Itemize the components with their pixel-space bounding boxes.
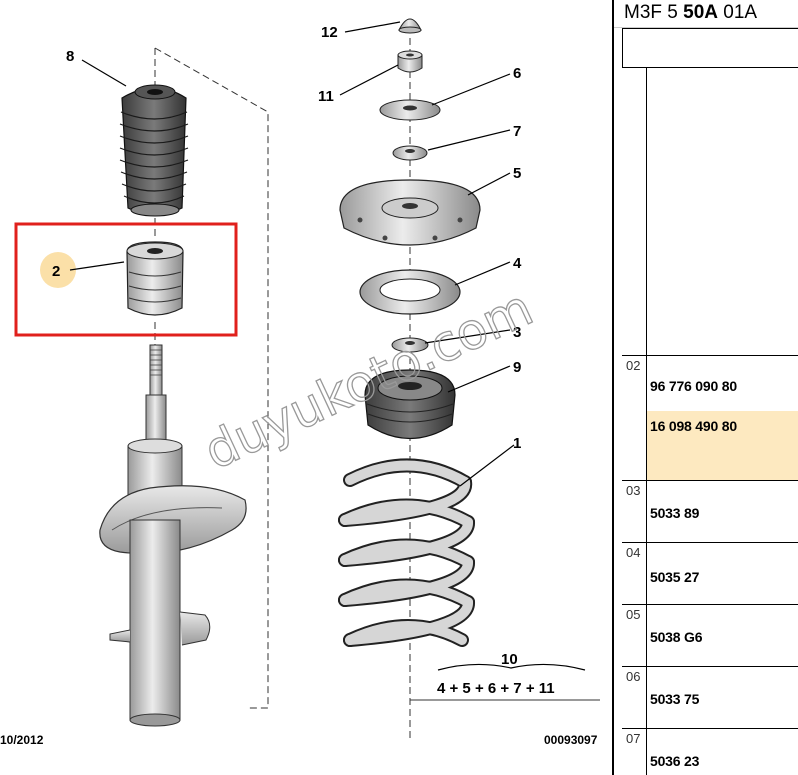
part-9-spring-seat[interactable]	[364, 369, 456, 440]
parts-row[interactable]: 07 5036 23	[622, 728, 798, 775]
kit-formula: 4 + 5 + 6 + 7 + 11	[437, 680, 555, 697]
exploded-diagram: 8 2 12 11 6 7 5 4 3 9 1 10 4 + 5 + 6 + 7…	[0, 18, 600, 747]
callout-10: 10	[501, 651, 518, 668]
part-number[interactable]: 16 098 490 80	[650, 418, 737, 434]
row-divider	[646, 667, 647, 728]
row-number: 03	[626, 483, 641, 498]
callout-11: 11	[318, 88, 334, 105]
part-number[interactable]: 5038 G6	[650, 629, 703, 645]
callout-12: 12	[321, 24, 338, 41]
part-5-top-mount[interactable]	[339, 179, 481, 246]
callout-5: 5	[513, 165, 521, 182]
part-12-cap[interactable]	[398, 18, 422, 34]
row-number: 04	[626, 545, 641, 560]
part-7-small-washer[interactable]	[392, 145, 428, 161]
panel-info-box	[622, 28, 798, 68]
shock-absorber[interactable]	[99, 344, 247, 727]
part-1-coil-spring[interactable]	[338, 458, 475, 647]
callout-7: 7	[513, 123, 521, 140]
part-8-dust-boot[interactable]	[119, 84, 189, 217]
callout-8: 8	[66, 48, 74, 65]
callout-2: 2	[52, 263, 60, 280]
highlight-box-part-2	[14, 222, 238, 337]
parts-row[interactable]: 06 5033 75	[622, 666, 798, 728]
callout-6: 6	[513, 65, 521, 82]
row-divider	[646, 605, 647, 666]
callout-4: 4	[513, 255, 522, 272]
part-4-bearing[interactable]	[359, 269, 461, 315]
callout-badge-2	[40, 252, 76, 288]
row-number: 02	[626, 358, 641, 373]
row-divider	[646, 543, 647, 604]
row-divider	[646, 729, 647, 775]
parts-panel: M3F 5 50A 01A 02 96 776 090 80 16 098 490 …	[612, 0, 798, 775]
callout-3: 3	[513, 324, 521, 341]
row-divider	[646, 356, 647, 480]
row-highlight	[647, 411, 798, 481]
callout-labels: 8 2 12 11 6 7 5 4 3 9 1 10 4 + 5 + 6 + 7…	[52, 24, 555, 697]
callout-9: 9	[513, 359, 521, 376]
parts-row[interactable]: 05 5038 G6	[622, 604, 798, 666]
row-divider	[646, 481, 647, 542]
parts-row[interactable]: 04 5035 27	[622, 542, 798, 604]
part-11-nut[interactable]	[397, 50, 423, 73]
part-number[interactable]: 96 776 090 80	[650, 378, 737, 394]
diagram-ref: 00093097	[544, 733, 598, 747]
part-3-spacer[interactable]	[391, 337, 429, 353]
leader-lines	[69, 21, 586, 671]
part-2-bump-stop[interactable]	[126, 241, 184, 316]
part-number[interactable]: 5036 23	[650, 753, 700, 769]
part-6-washer[interactable]	[379, 99, 441, 121]
part-number[interactable]: 5033 75	[650, 691, 700, 707]
callout-1: 1	[513, 435, 521, 452]
part-number[interactable]: 5035 27	[650, 569, 700, 585]
diagram-date: 10/2012	[0, 733, 44, 747]
row-number: 05	[626, 607, 641, 622]
parts-row[interactable]: 03 5033 89	[622, 480, 798, 542]
watermark: duyukoto.com	[196, 279, 542, 481]
row-number: 07	[626, 731, 641, 746]
panel-code: M3F 5 50A 01A	[614, 0, 798, 28]
parts-row-header	[622, 68, 798, 355]
part-number[interactable]: 5033 89	[650, 505, 700, 521]
row-number: 06	[626, 669, 641, 684]
parts-row[interactable]: 02 96 776 090 80 16 098 490 80	[622, 355, 798, 481]
